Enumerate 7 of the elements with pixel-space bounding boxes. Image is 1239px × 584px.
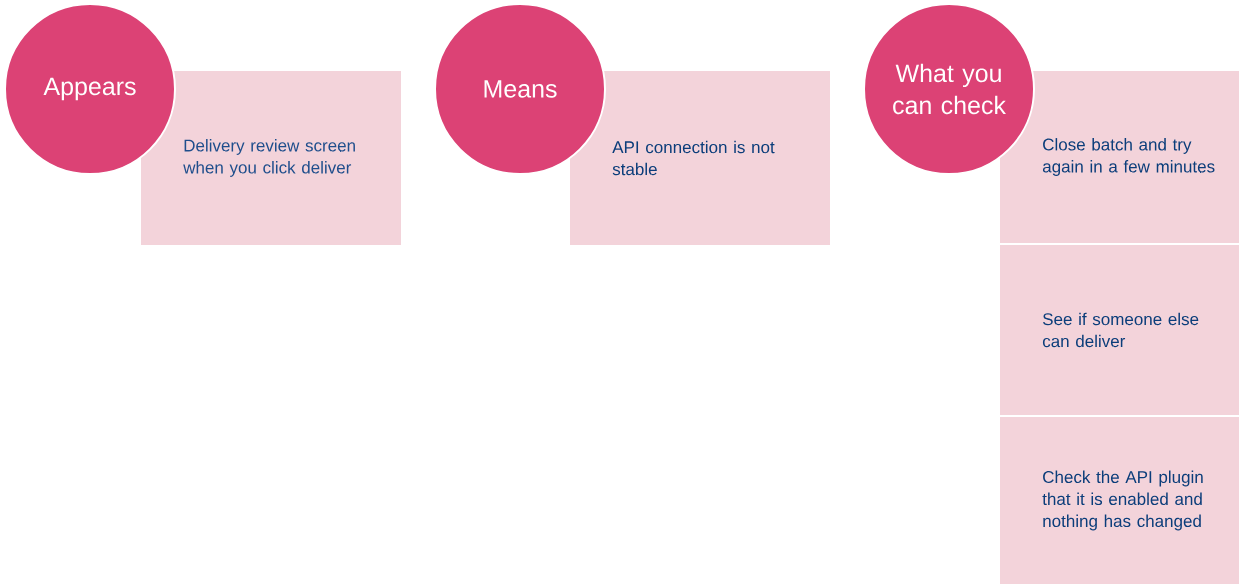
node-label: Close batch and try again in a few minutes (1042, 138, 1215, 176)
text-box: API connection is not stable (570, 71, 830, 245)
node-label: Check the API plugin that it is enabled and nothing has changed (1042, 470, 1203, 531)
node-label: See if someone else can deliver (1042, 312, 1199, 348)
text-box: Delivery review screen when you click deliver (141, 71, 401, 245)
text-box: Check the API plugin that it is enabled and nothing has changed (1000, 417, 1239, 584)
text-box: See if someone else can deliver (1000, 245, 1239, 415)
